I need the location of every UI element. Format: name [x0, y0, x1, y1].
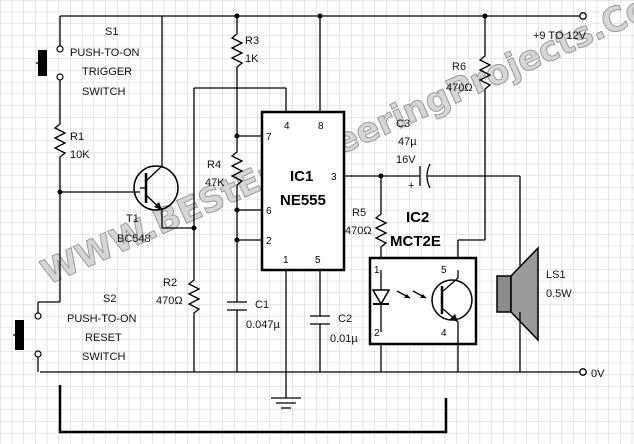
r4-value: 47K [205, 177, 225, 189]
ic1-pin6: 6 [266, 206, 272, 217]
s1-line1: PUSH-TO-ON [70, 47, 140, 59]
s2-line2: RESET [85, 332, 122, 344]
resistor-r6 [478, 52, 492, 240]
r3-value: 1K [245, 53, 259, 65]
ic1-pin8: 8 [318, 121, 324, 132]
capacitor-c3 [419, 163, 446, 189]
ic2-pin5: 5 [441, 265, 447, 276]
s1-line3: SWITCH [82, 86, 125, 98]
r1-ref: R1 [70, 131, 84, 143]
r3-ref: R3 [245, 35, 259, 47]
r6-ref: R6 [452, 61, 466, 73]
speaker-ls1 [496, 246, 539, 342]
c3-ref: C3 [396, 118, 410, 130]
c3-value: 47µ [398, 136, 417, 148]
capacitor-c2 [310, 315, 330, 372]
r2-value: 470Ω [156, 295, 183, 307]
t1-ref: T1 [126, 213, 139, 225]
s2-ref: S2 [103, 293, 116, 305]
resistor-r3 [230, 30, 244, 136]
switch-s1 [36, 16, 64, 118]
r6-value: 470Ω [446, 82, 473, 94]
ic1-pin4: 4 [284, 121, 290, 132]
switch-s2 [13, 301, 60, 372]
capacitor-c1 [227, 301, 247, 372]
r2-ref: R2 [163, 277, 177, 289]
ic2-part: MCT2E [390, 233, 441, 250]
resistor-r4 [230, 148, 244, 240]
r4-ref: R4 [207, 159, 221, 171]
t1-part: BC548 [117, 233, 151, 245]
ic1-pin7: 7 [266, 132, 272, 143]
c3-polarity: + [408, 180, 414, 192]
ic1-ne555 [260, 110, 346, 272]
s2-line3: SWITCH [82, 351, 125, 363]
ground-label: 0V [591, 368, 605, 380]
ic2-pin4: 4 [441, 328, 447, 339]
frame-line [58, 385, 448, 434]
ls1-rating: 0.5W [546, 288, 572, 300]
c1-value: 0.047µ [246, 319, 281, 331]
resistor-r2 [187, 276, 201, 372]
transistor-t1 [133, 16, 179, 228]
resistor-r1 [53, 118, 67, 192]
ic1-pin5: 5 [315, 255, 321, 266]
s1-line2: TRIGGER [82, 66, 132, 78]
ic1-pin1: 1 [283, 255, 289, 266]
ic2-mct2e [368, 256, 478, 346]
ic1-part: NE555 [280, 192, 326, 209]
ground-rail [40, 368, 587, 376]
resistor-r5 [374, 210, 388, 258]
r5-value: 470Ω [345, 225, 372, 237]
c1-ref: C1 [255, 299, 269, 311]
c3-voltage: 16V [396, 154, 416, 166]
ic1-pin3: 3 [331, 172, 337, 183]
ic2-pin2: 2 [374, 328, 380, 339]
ic1-ref: IC1 [290, 168, 313, 185]
c2-ref: C2 [338, 313, 352, 325]
c2-value: 0.01µ [330, 333, 358, 345]
s2-line1: PUSH-TO-ON [67, 313, 137, 325]
ic2-ref: IC2 [406, 209, 429, 226]
supply-voltage-label: +9 TO 12V [533, 30, 587, 42]
ic1-pin2: 2 [266, 236, 272, 247]
s1-ref: S1 [105, 26, 118, 38]
ic2-pin1: 1 [374, 265, 380, 276]
ground-symbol [271, 397, 301, 409]
r1-value: 10K [70, 149, 90, 161]
r5-ref: R5 [352, 207, 366, 219]
ls1-ref: LS1 [546, 269, 566, 281]
